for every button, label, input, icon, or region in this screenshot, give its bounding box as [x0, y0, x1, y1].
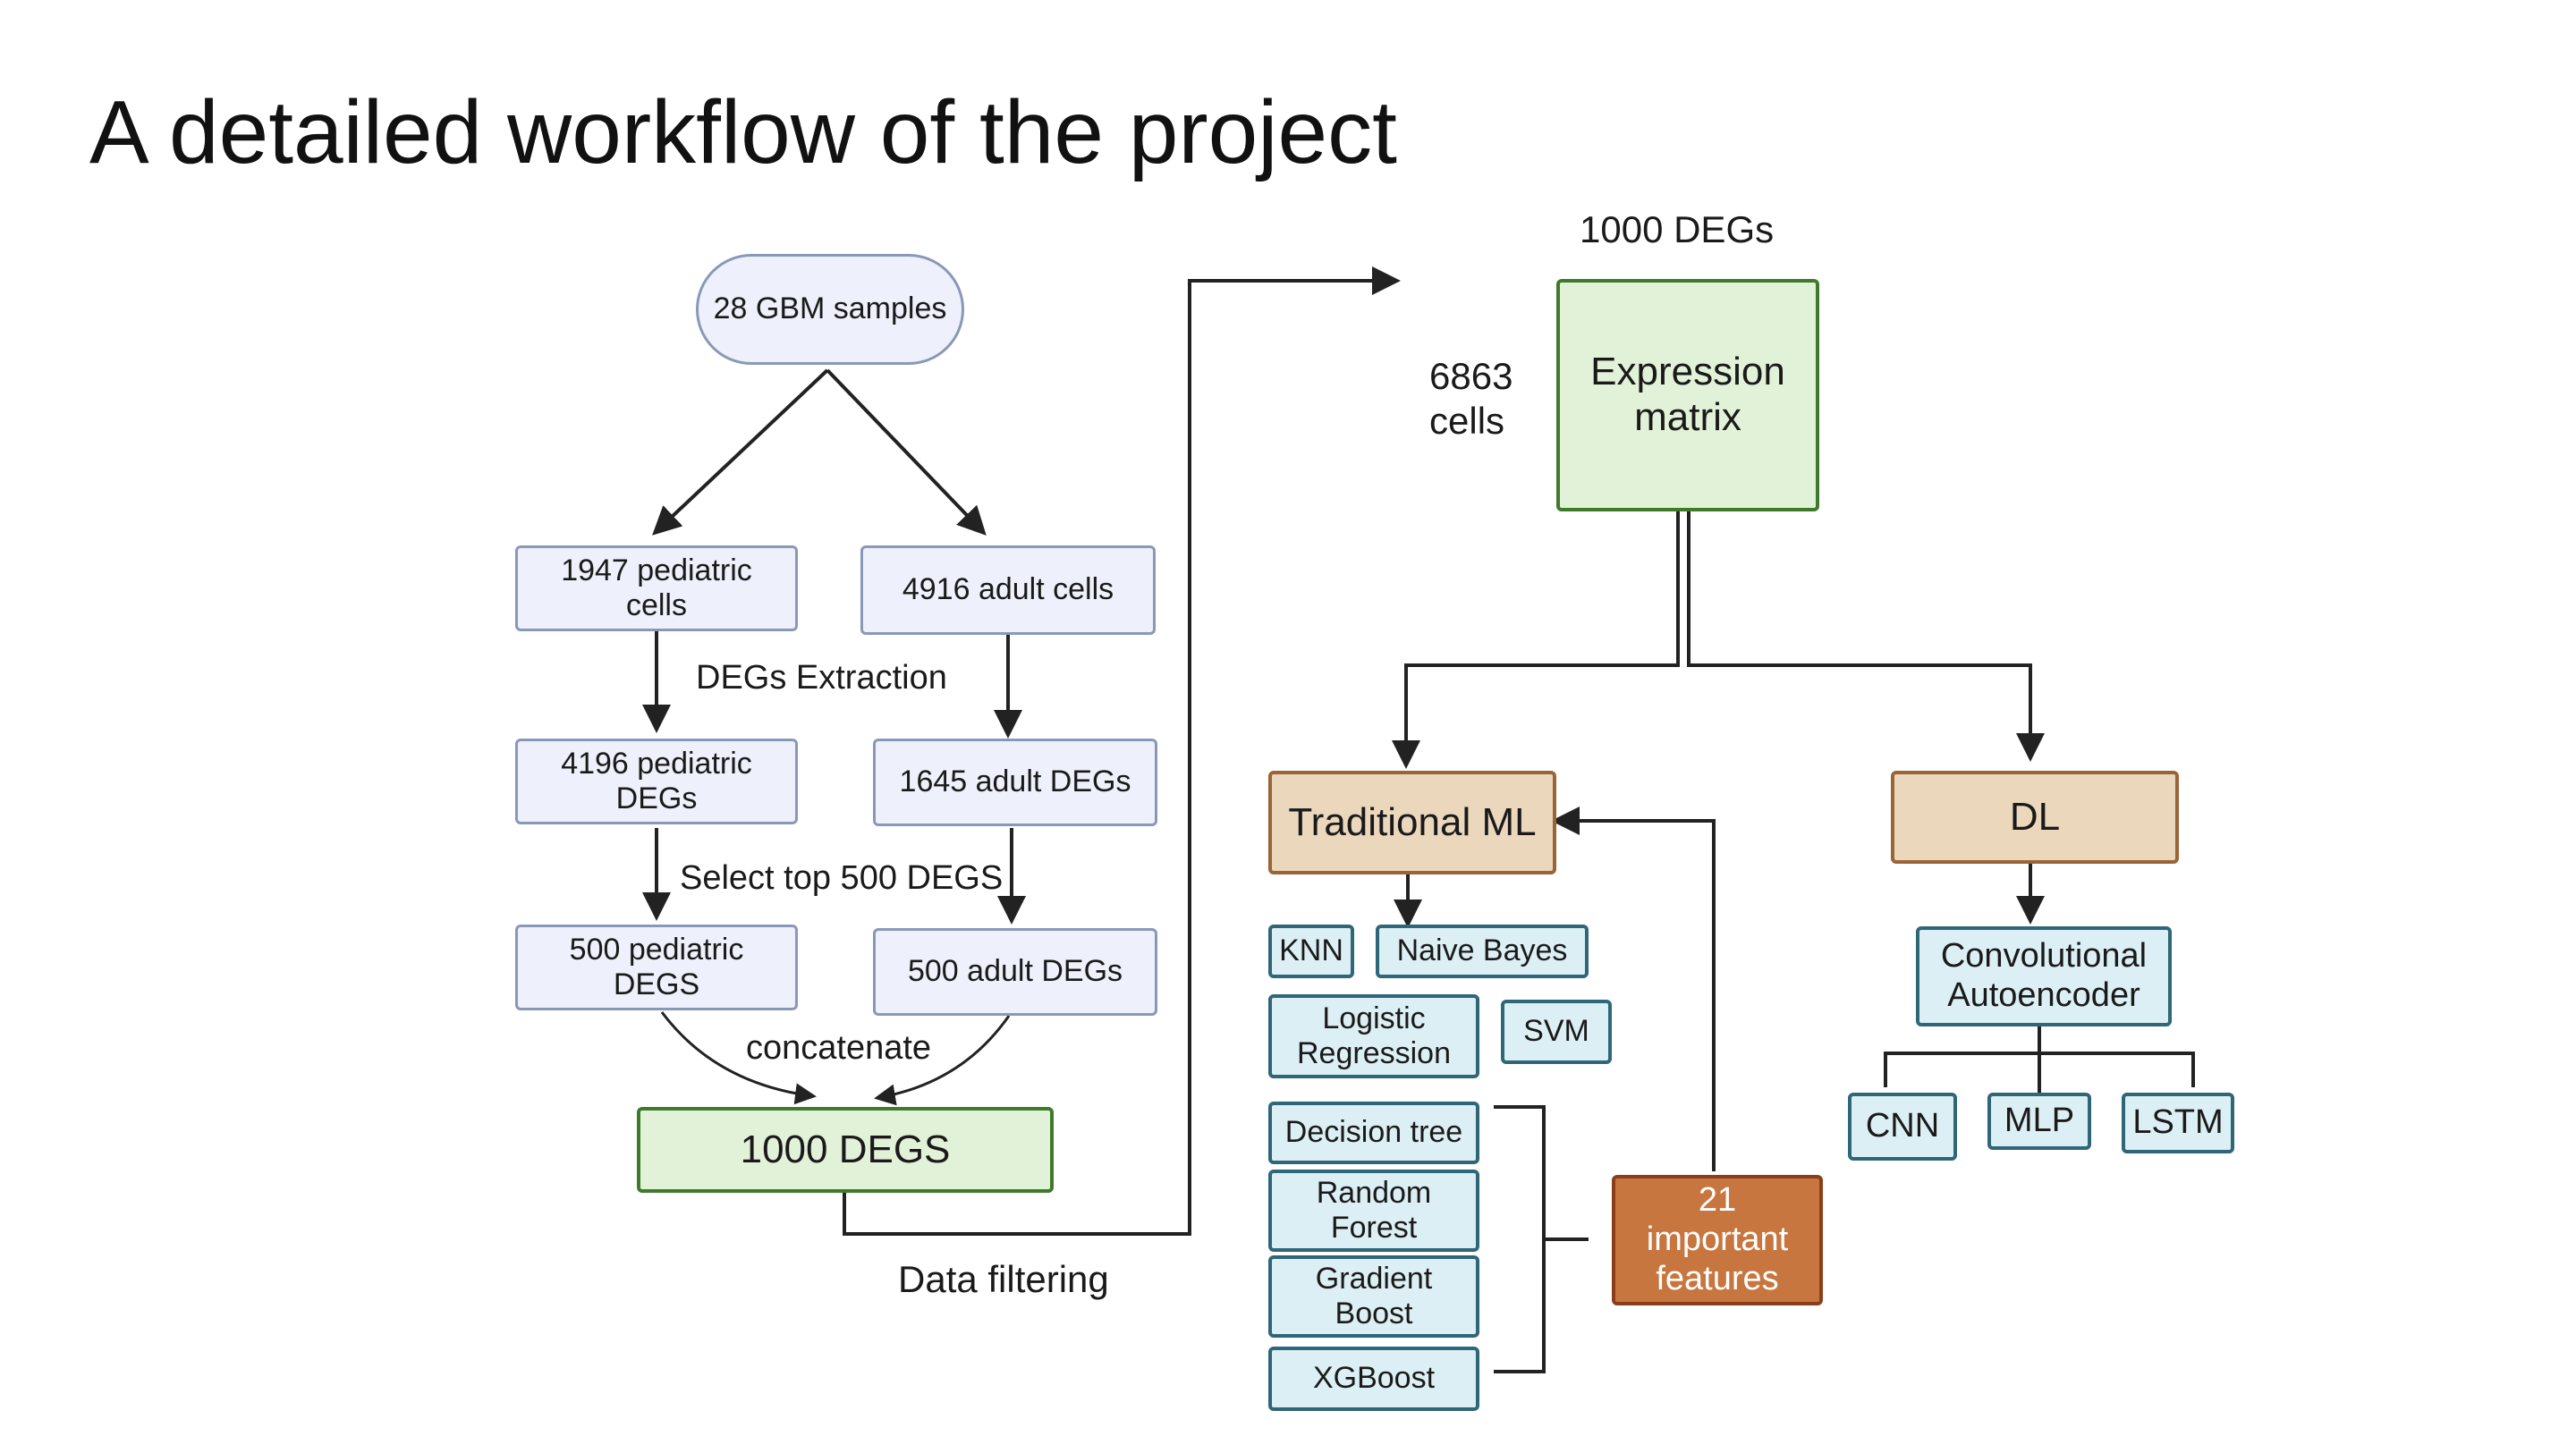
node-adult-500: 500 adult DEGs: [873, 928, 1157, 1016]
node-mlp: MLP: [1987, 1093, 2091, 1150]
label-cells-count: 6863 cells: [1429, 355, 1513, 443]
arrow-adult-500-to-1000: [874, 1015, 1011, 1106]
node-dl: DL: [1891, 771, 2179, 864]
arrow-ped-500-to-1000: [660, 1011, 817, 1105]
node-svm: SVM: [1501, 1000, 1612, 1064]
arrow-matrix-to-dl: [1687, 511, 2045, 762]
label-concatenate: concatenate: [746, 1029, 932, 1067]
node-naive-bayes: Naive Bayes: [1376, 925, 1589, 978]
label-degs-header: 1000 DEGs: [1580, 208, 1775, 250]
arrow-gbm-to-pediatric: [652, 368, 829, 536]
node-decision-tree: Decision tree: [1268, 1102, 1479, 1164]
node-important-features: 21 important features: [1612, 1175, 1823, 1305]
arrow-data-filtering: [843, 266, 1401, 1236]
node-gbm-samples: 28 GBM samples: [696, 254, 964, 365]
node-conv-autoencoder: Convolutional Autoencoder: [1916, 926, 2172, 1026]
node-logistic-regression: Logistic Regression: [1268, 994, 1479, 1078]
node-pediatric-degs: 4196 pediatric DEGs: [515, 739, 798, 824]
node-cnn: CNN: [1848, 1093, 1957, 1161]
node-lstm: LSTM: [2122, 1093, 2234, 1153]
arrow-features-to-trad-ml: [1551, 807, 1716, 1171]
node-adult-degs: 1645 adult DEGs: [873, 739, 1157, 826]
arrow-gbm-to-adult: [826, 368, 987, 536]
node-knn: KNN: [1268, 925, 1354, 978]
label-select-top: Select top 500 DEGS: [680, 859, 1004, 897]
node-pediatric-cells: 1947 pediatric cells: [515, 545, 798, 631]
label-data-filtering: Data filtering: [898, 1258, 1109, 1300]
node-gradient-boost: Gradient Boost: [1268, 1255, 1479, 1338]
node-xgboost: XGBoost: [1268, 1347, 1479, 1411]
page-title: A detailed workflow of the project: [89, 82, 1397, 182]
node-traditional-ml: Traditional ML: [1268, 771, 1556, 874]
node-1000-degs: 1000 DEGS: [637, 1107, 1054, 1193]
bracket-tree-models: [1494, 1105, 1546, 1373]
arrow-matrix-to-trad-ml: [1392, 511, 1680, 769]
node-pediatric-500: 500 pediatric DEGS: [515, 925, 798, 1010]
node-adult-cells: 4916 adult cells: [860, 545, 1156, 635]
label-degs-extraction: DEGs Extraction: [696, 659, 947, 697]
node-expression-matrix: Expression matrix: [1556, 279, 1819, 511]
node-random-forest: Random Forest: [1268, 1170, 1479, 1252]
